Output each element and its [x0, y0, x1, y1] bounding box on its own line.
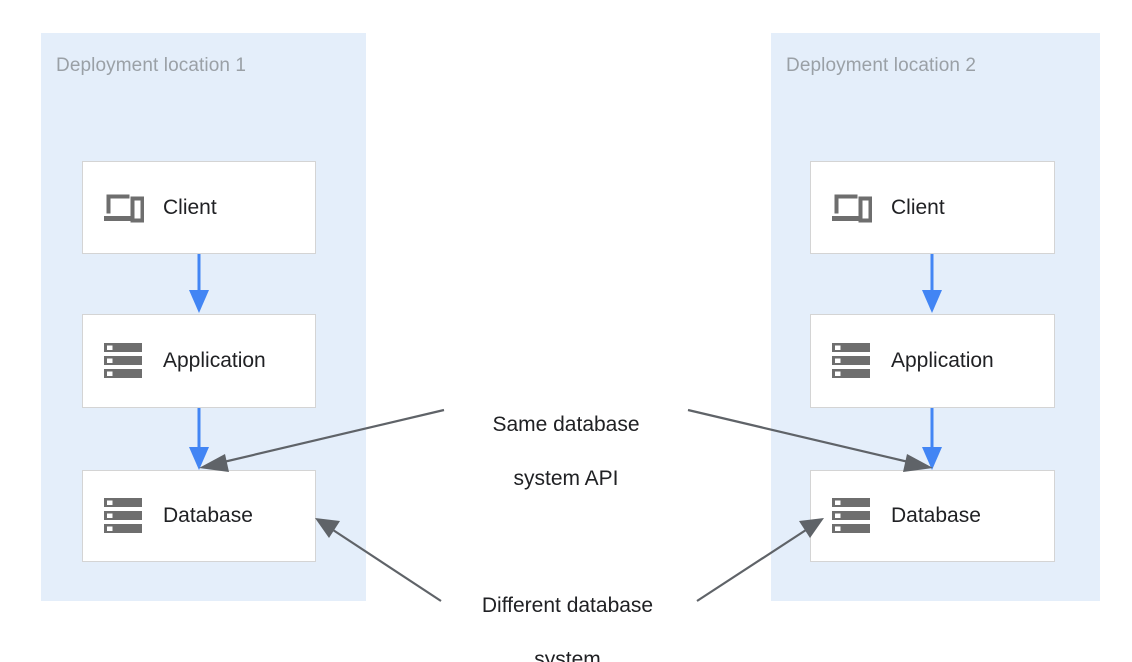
annotation-same-database-system-api: Same database system API	[470, 384, 662, 519]
server-icon	[101, 496, 147, 536]
annotation-line-2: system	[534, 648, 601, 662]
annotation-line-1: Different database	[481, 594, 654, 617]
node-application-location-1[interactable]: Application	[82, 314, 316, 408]
annotation-different-database-system: Different database system	[460, 565, 675, 662]
devices-icon	[829, 188, 875, 228]
server-icon	[829, 496, 875, 536]
annotation-line-1: Same database	[492, 413, 640, 436]
node-label: Client	[891, 195, 945, 219]
node-label: Application	[163, 349, 266, 372]
deployment-location-1-title: Deployment location 1	[56, 55, 247, 76]
deployment-location-2-title: Deployment location 2	[786, 55, 977, 76]
server-icon	[829, 341, 875, 381]
node-application-location-2[interactable]: Application	[810, 314, 1055, 408]
node-database-location-1[interactable]: Database	[82, 470, 316, 562]
node-label: Database	[891, 504, 981, 527]
node-label: Application	[891, 349, 994, 372]
node-client-location-2[interactable]: Client	[810, 161, 1055, 254]
server-icon	[101, 341, 147, 381]
node-database-location-2[interactable]: Database	[810, 470, 1055, 562]
annotation-line-2: system API	[513, 467, 619, 490]
node-client-location-1[interactable]: Client	[82, 161, 316, 254]
node-label: Database	[163, 504, 253, 527]
node-label: Client	[163, 195, 217, 219]
devices-icon	[101, 188, 147, 228]
